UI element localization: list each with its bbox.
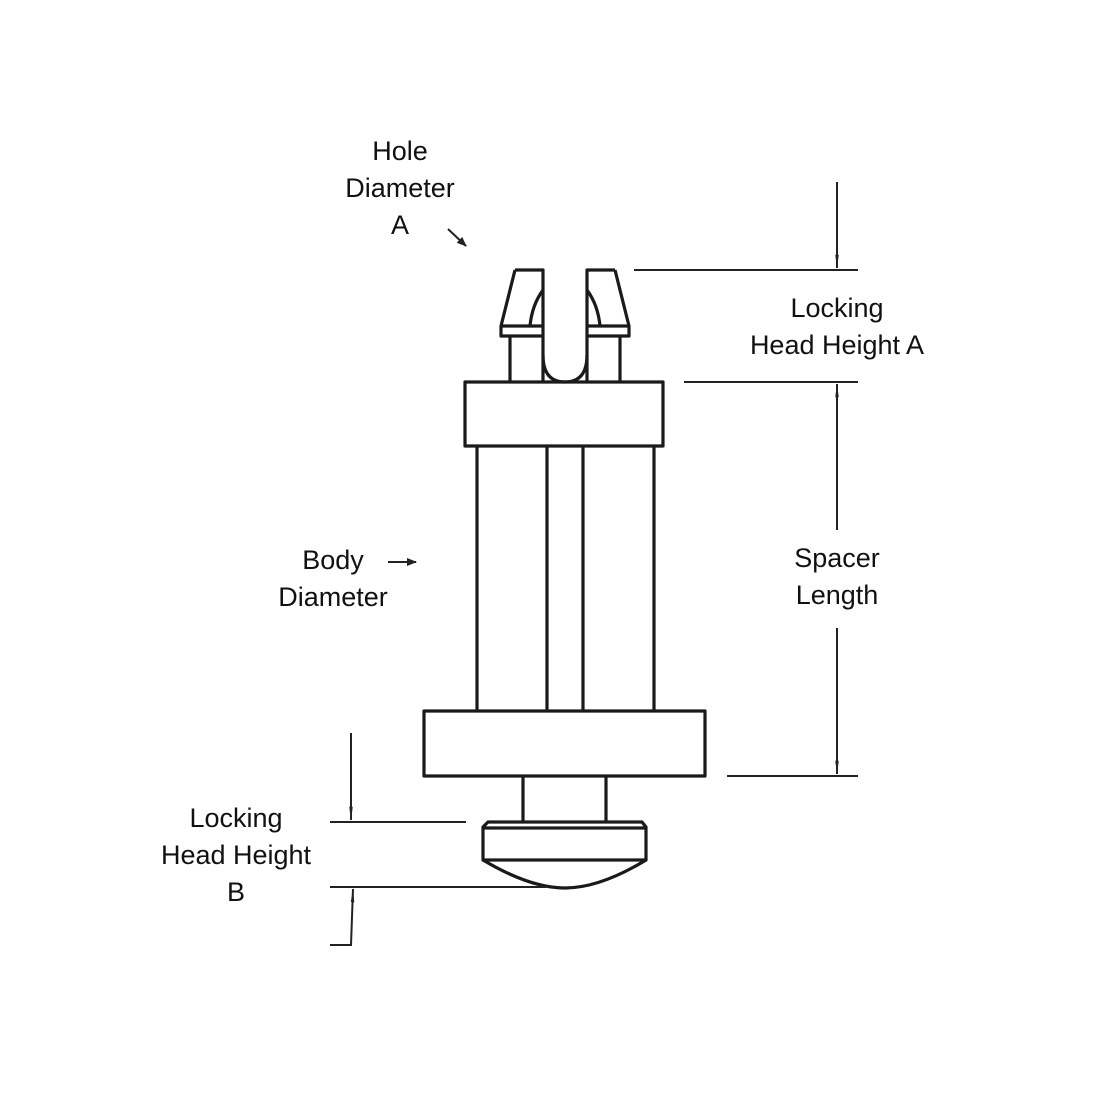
body-diameter-label: Body Diameter	[278, 542, 388, 616]
locking-head-a	[499, 268, 631, 384]
hole-diameter-label: Hole Diameter A	[345, 133, 455, 244]
label-line: Spacer	[794, 543, 880, 573]
locking-head-height-a-label: Locking Head Height A	[750, 290, 924, 364]
spacer-length-label: Spacer Length	[794, 540, 880, 614]
locking-head-b	[481, 776, 648, 890]
label-line: Locking	[189, 803, 283, 833]
label-line: Locking	[790, 293, 884, 323]
label-line: Head Height A	[749, 330, 925, 360]
lower-collar	[422, 709, 707, 778]
label-line: Hole	[372, 136, 428, 166]
label-line: Head Height	[160, 840, 312, 870]
locking-head-height-b-label: Locking Head Height B	[161, 800, 311, 911]
label-line: Diameter	[278, 582, 388, 612]
label-line: Body	[302, 545, 364, 575]
upper-collar	[463, 380, 665, 448]
label-line: A	[390, 210, 409, 240]
spacer-body	[475, 446, 656, 711]
label-line: Diameter	[345, 173, 455, 203]
label-line: B	[226, 877, 246, 907]
dimension-lines	[330, 182, 858, 946]
label-line: Length	[795, 580, 879, 610]
